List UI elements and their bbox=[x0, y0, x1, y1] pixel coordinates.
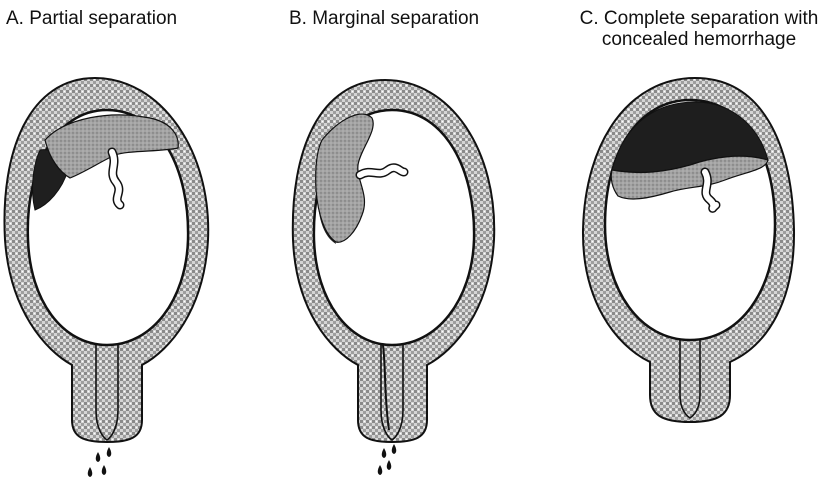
blood-drops-a bbox=[88, 447, 112, 477]
uterus-b bbox=[293, 80, 494, 475]
blood-drops-b bbox=[378, 444, 397, 475]
uterus-c bbox=[583, 78, 794, 422]
uterus-a bbox=[4, 78, 208, 477]
